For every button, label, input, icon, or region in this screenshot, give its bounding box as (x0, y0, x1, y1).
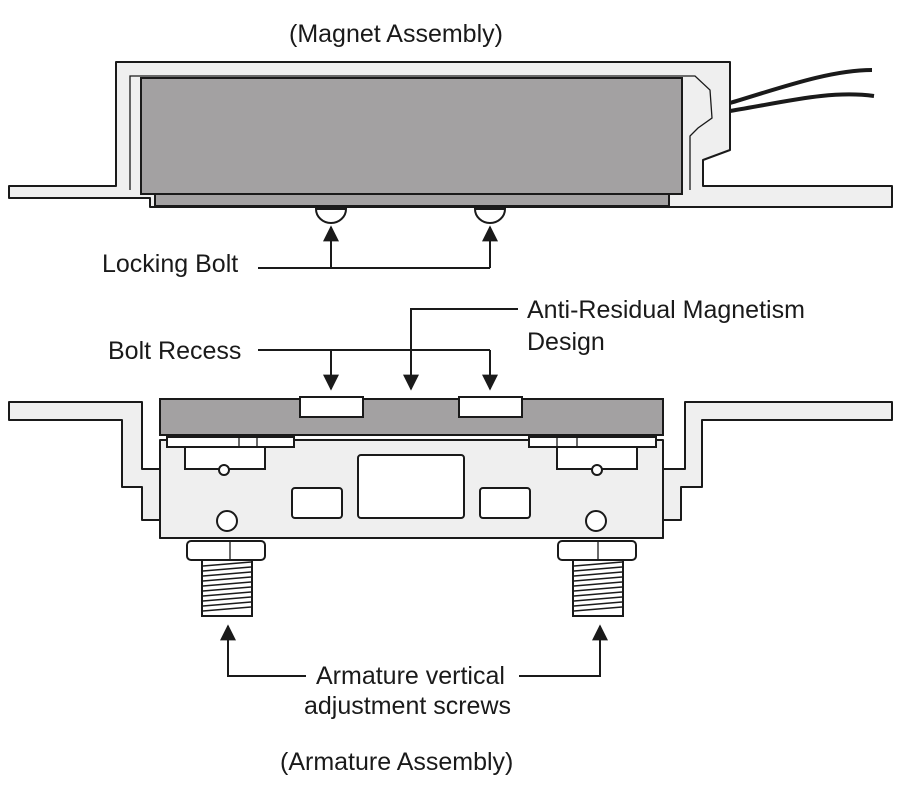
magnet-cable (729, 68, 875, 113)
bolt-recess-left (299, 396, 364, 418)
screw-thread (573, 601, 623, 607)
screw-thread (573, 561, 623, 567)
adjustment-screw-right (572, 559, 624, 617)
adjustment-screws-label-line1: Armature vertical (316, 662, 505, 690)
magnet-housing-inner (129, 75, 713, 190)
screw-thread (202, 601, 252, 607)
armature-plate (159, 398, 664, 436)
screw-thread (573, 566, 623, 572)
screw-thread (573, 586, 623, 592)
adjustment-screw-left (201, 559, 253, 617)
screw-hole-right (585, 510, 607, 532)
armature-window-center (357, 454, 465, 519)
adjustment-screws-label-line2: adjustment screws (304, 692, 512, 720)
magnet-core (140, 77, 683, 195)
armature-window-right (479, 487, 531, 519)
screw-hole-left (216, 510, 238, 532)
armature-assembly (8, 396, 893, 617)
magnet-core-face (154, 193, 670, 207)
armature-clip-right (528, 436, 657, 448)
adjustment-screws-callout (220, 624, 608, 677)
screw-thread (202, 586, 252, 592)
screw-thread (202, 571, 252, 577)
bolt-recess-right (458, 396, 523, 418)
anti-residual-label-line1: Anti-Residual Magnetism (527, 296, 805, 324)
screw-thread (202, 591, 252, 597)
screw-thread (202, 606, 252, 612)
screw-thread (573, 591, 623, 597)
screw-thread (202, 576, 252, 582)
armature-assembly-title: (Armature Assembly) (280, 748, 514, 776)
screw-thread (573, 581, 623, 587)
anti-residual-label-line2: Design (527, 328, 605, 356)
nut-left (186, 540, 266, 561)
screw-thread (573, 571, 623, 577)
bolt-recess-callout (258, 349, 498, 391)
screw-thread (573, 596, 623, 602)
magnet-assembly-title: (Magnet Assembly) (289, 20, 503, 48)
armature-window-left (291, 487, 343, 519)
anti-residual-callout (403, 308, 518, 391)
screw-thread (573, 606, 623, 612)
screw-thread (202, 561, 252, 567)
bolt-recess-label: Bolt Recess (108, 337, 242, 365)
screw-thread (202, 566, 252, 572)
armature-clip-left (166, 436, 295, 448)
locking-bolt-right (473, 208, 507, 224)
screw-thread (202, 596, 252, 602)
locking-bolt-label: Locking Bolt (102, 250, 239, 278)
magnet-assembly (8, 61, 893, 224)
locking-bolt-callout (258, 225, 498, 269)
screw-thread (202, 581, 252, 587)
screw-thread (573, 576, 623, 582)
locking-bolt-left (314, 208, 348, 224)
nut-right (557, 540, 637, 561)
